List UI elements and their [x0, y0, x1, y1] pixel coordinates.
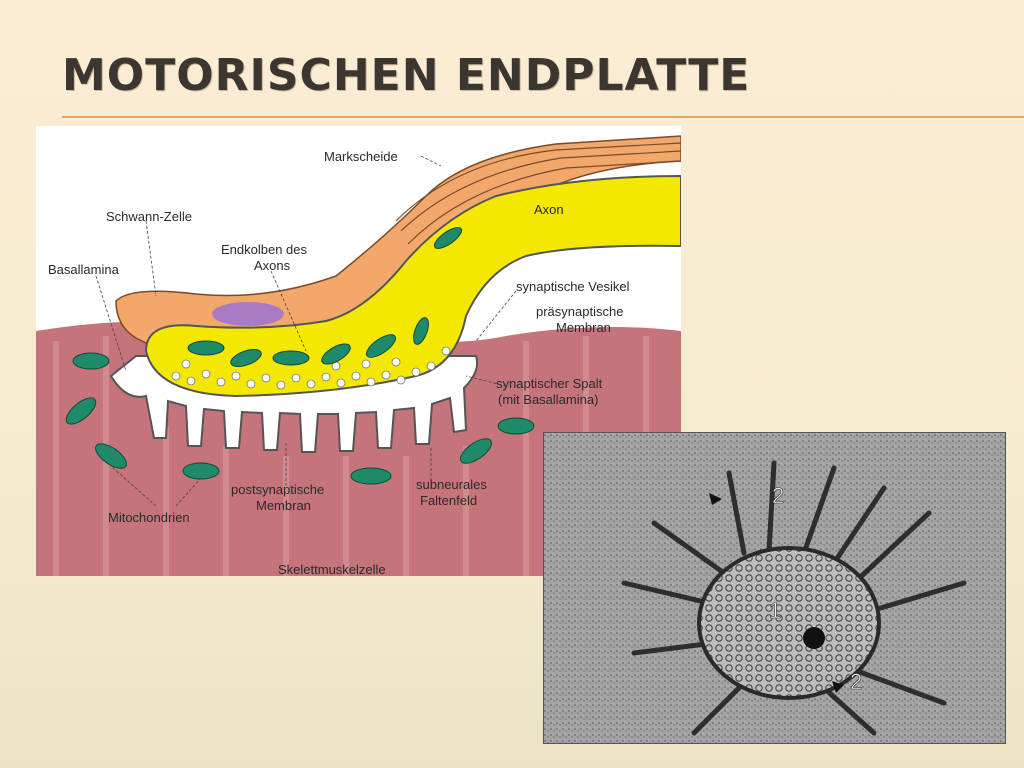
micrograph-label-terminal: 1: [769, 598, 781, 623]
label-leader-lines: [95, 155, 517, 507]
label-subneural-2: Faltenfeld: [420, 493, 477, 508]
muscle-striations: [53, 336, 649, 576]
micrograph-label-fold-top: 2: [772, 483, 784, 508]
dense-body: [803, 627, 825, 649]
label-spalt-1: synaptischer Spalt: [496, 376, 603, 391]
nerve-terminal: [697, 546, 881, 700]
micrograph-label-fold-bottom: 2: [850, 669, 862, 694]
title-divider: [62, 116, 1024, 118]
axon-mitochondria: [187, 227, 463, 368]
axon-terminal: [144, 174, 681, 398]
label-postsynaptische-2: Membran: [256, 498, 311, 513]
label-basallamina: Basallamina: [48, 262, 120, 277]
label-postsynaptische-1: postsynaptische: [231, 482, 324, 497]
schwann-nucleus: [212, 302, 284, 326]
slide-title: MOTORISCHEN ENDPLATTE: [62, 50, 751, 101]
label-spalt-2: (mit Basallamina): [498, 392, 598, 407]
muscle-mitochondria: [65, 352, 535, 485]
electron-micrograph: 2 1 2: [543, 432, 1006, 744]
label-synaptische-vesikel: synaptische Vesikel: [516, 279, 630, 294]
label-axon: Axon: [534, 202, 564, 217]
label-endkolben-2: Axons: [254, 258, 291, 273]
myelin-sheath: [395, 142, 681, 245]
label-skelettmuskelzelle: Skelettmuskelzelle: [278, 562, 386, 576]
junctional-folds: [621, 460, 967, 736]
synaptic-vesicles: [171, 346, 451, 390]
label-endkolben-1: Endkolben des: [221, 242, 308, 257]
label-subneural-1: subneurales: [416, 477, 487, 492]
label-markscheide: Markscheide: [324, 149, 398, 164]
label-praesynaptische-1: präsynaptische: [536, 304, 623, 319]
label-schwann-zelle: Schwann-Zelle: [106, 209, 192, 224]
arrowhead-bottom: [832, 681, 844, 693]
label-mitochondrien: Mitochondrien: [108, 510, 190, 525]
endplate-diagram: Markscheide Axon Schwann-Zelle Endkolben…: [36, 126, 681, 576]
arrowhead-top: [709, 493, 722, 505]
label-praesynaptische-2: Membran: [556, 320, 611, 335]
